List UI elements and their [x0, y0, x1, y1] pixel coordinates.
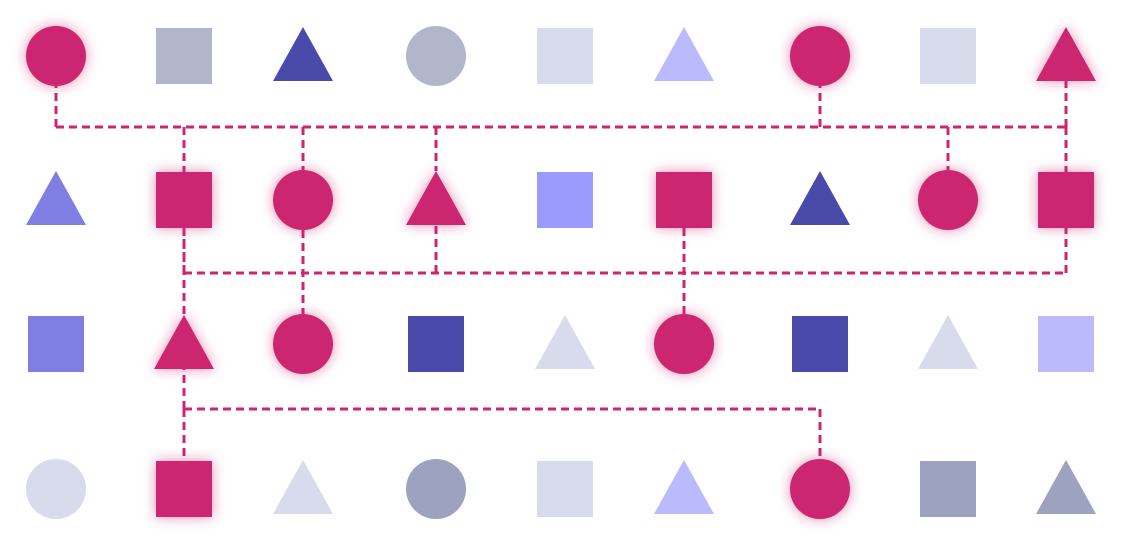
square-r2-c2-highlighted [156, 172, 212, 228]
circle-r1-c1-highlighted [26, 26, 86, 86]
square-r1-c5 [537, 28, 593, 84]
circle-r1-c7-highlighted [790, 26, 850, 86]
square-r3-c1 [28, 316, 84, 372]
square-r1-c8 [920, 28, 976, 84]
square-r4-c8 [920, 461, 976, 517]
triangle-r2-c4-highlighted [406, 171, 466, 225]
circle-r4-c7-highlighted [790, 459, 850, 519]
square-r2-c5 [537, 172, 593, 228]
triangle-r4-c6 [654, 460, 714, 514]
triangle-r2-c7 [790, 171, 850, 225]
square-r3-c4 [408, 316, 464, 372]
triangle-r3-c8 [918, 315, 978, 369]
triangle-r4-c9 [1036, 460, 1096, 514]
circle-r4-c1 [26, 459, 86, 519]
circle-r2-c8-highlighted [918, 170, 978, 230]
connector-lines [54, 81, 1068, 461]
circle-r3-c6-highlighted [654, 314, 714, 374]
triangle-r3-c5 [535, 315, 595, 369]
triangle-r4-c3 [273, 460, 333, 514]
square-r3-c9 [1038, 316, 1094, 372]
circle-r2-c3-highlighted [273, 170, 333, 230]
circle-r1-c4 [406, 26, 466, 86]
square-r4-c2-highlighted [156, 461, 212, 517]
triangle-r2-c1 [26, 171, 86, 225]
triangle-r1-c9-highlighted [1036, 27, 1096, 81]
circle-r3-c3-highlighted [273, 314, 333, 374]
square-r2-c9-highlighted [1038, 172, 1094, 228]
shape-grid [26, 26, 1096, 519]
square-r2-c6-highlighted [656, 172, 712, 228]
triangle-r1-c6 [654, 27, 714, 81]
square-r4-c5 [537, 461, 593, 517]
triangle-r3-c2-highlighted [154, 315, 214, 369]
square-r1-c2 [156, 28, 212, 84]
triangle-r1-c3 [273, 27, 333, 81]
square-r3-c7 [792, 316, 848, 372]
circle-r4-c4 [406, 459, 466, 519]
